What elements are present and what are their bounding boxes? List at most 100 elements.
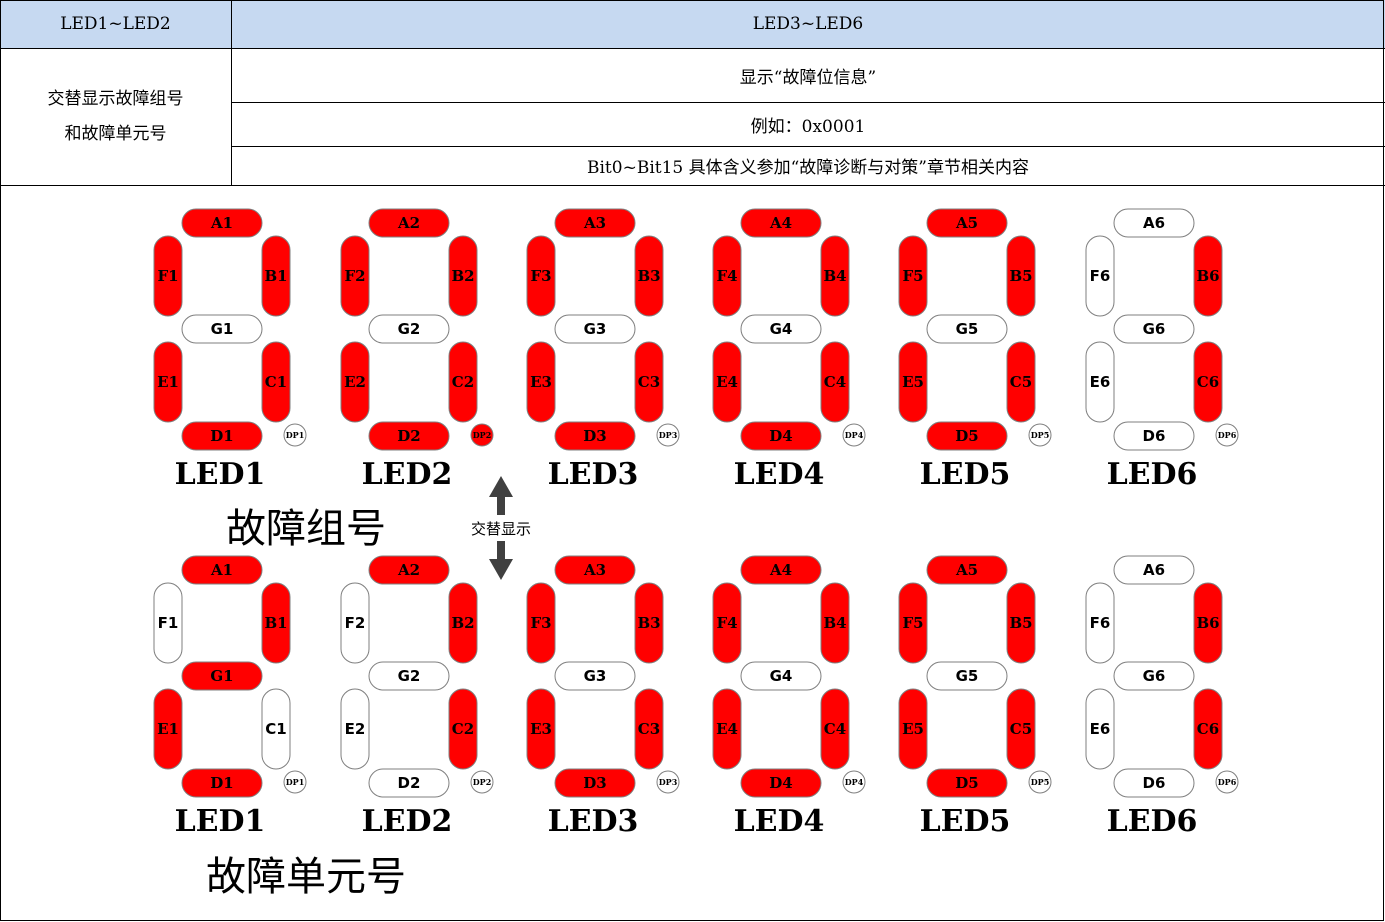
segment-e1: [153, 688, 183, 770]
segment-label-dp3: DP3: [659, 430, 678, 440]
display-row-label-1: 故障组号: [226, 506, 386, 552]
segment-label-a1: A1: [210, 561, 233, 579]
header-right-text: LED3~LED6: [752, 14, 864, 34]
segment-label-d3: D3: [583, 427, 606, 445]
segment-dp5: [1028, 423, 1052, 447]
segment-label-b2: B2: [451, 267, 474, 285]
segment-label-b4: B4: [823, 614, 846, 632]
led-name-led4: LED4: [734, 457, 825, 492]
segment-g4: [740, 661, 822, 691]
segment-label-d1: D1: [210, 427, 233, 445]
segment-label-b6: B6: [1196, 614, 1219, 632]
segment-f4: [712, 582, 742, 664]
segment-dp5: [1028, 770, 1052, 794]
segment-b1: [261, 235, 291, 317]
led-name-led2: LED2: [362, 804, 453, 839]
segment-label-a6: A6: [1143, 214, 1165, 232]
segment-label-f3: F3: [530, 267, 551, 285]
segment-label-f5: F5: [902, 614, 923, 632]
segment-label-a4: A4: [769, 561, 792, 579]
segment-label-c4: C4: [824, 720, 846, 738]
segment-label-e2: E2: [345, 720, 366, 738]
segment-label-c5: C5: [1010, 720, 1032, 738]
segment-label-f5: F5: [902, 267, 923, 285]
segment-g2: [368, 314, 450, 344]
segment-label-dp2: DP2: [473, 430, 492, 440]
segment-d4: [740, 421, 822, 451]
segment-a6: [1113, 208, 1195, 238]
segment-a2: [368, 555, 450, 585]
segment-label-g2: G2: [398, 667, 421, 685]
segment-c4: [820, 341, 850, 423]
segment-label-g6: G6: [1143, 667, 1166, 685]
led-name-led6: LED6: [1107, 804, 1198, 839]
segment-a4: [740, 208, 822, 238]
segment-dp3: [656, 423, 680, 447]
segment-label-dp1: DP1: [286, 777, 305, 787]
segment-label-d1: D1: [210, 774, 233, 792]
led-name-led5: LED5: [920, 804, 1011, 839]
segment-label-f2: F2: [345, 614, 366, 632]
segment-label-dp5: DP5: [1031, 430, 1050, 440]
segment-label-e6: E6: [1090, 720, 1111, 738]
info-row-1: 显示“故障位信息”: [231, 48, 1385, 102]
segment-a5: [926, 208, 1008, 238]
segment-c2: [448, 341, 478, 423]
segment-b2: [448, 235, 478, 317]
segment-label-dp6: DP6: [1218, 777, 1237, 787]
segment-label-e5: E5: [902, 720, 924, 738]
segment-label-e4: E4: [716, 720, 738, 738]
segment-f6: [1085, 582, 1115, 664]
header-left-text: LED1~LED2: [60, 14, 171, 34]
segment-label-dp4: DP4: [845, 777, 864, 787]
left-description-cell: 交替显示故障组号 和故障单元号: [0, 48, 231, 185]
segment-c5: [1006, 688, 1036, 770]
segment-c5: [1006, 341, 1036, 423]
segment-dp1: [283, 770, 307, 794]
header-left-cell: LED1~LED2: [0, 0, 231, 48]
segment-label-dp6: DP6: [1218, 430, 1237, 440]
segment-a2: [368, 208, 450, 238]
segment-dp4: [842, 770, 866, 794]
led-name-led1: LED1: [175, 804, 266, 839]
info-row-2: 例如：0x0001: [231, 102, 1385, 146]
segment-label-f2: F2: [344, 267, 365, 285]
display-row-label-2: 故障单元号: [206, 854, 406, 900]
segment-label-c5: C5: [1010, 373, 1032, 391]
segment-label-dp4: DP4: [845, 430, 864, 440]
segment-label-c6: C6: [1197, 373, 1219, 391]
segment-g3: [554, 661, 636, 691]
segment-e1: [153, 341, 183, 423]
led-name-led4: LED4: [734, 804, 825, 839]
segment-label-dp2: DP2: [473, 777, 492, 787]
segment-label-c2: C2: [452, 720, 474, 738]
segment-label-c4: C4: [824, 373, 846, 391]
segment-g5: [926, 661, 1008, 691]
info-row-2-text: 例如：0x0001: [750, 116, 866, 137]
segment-label-a2: A2: [397, 214, 420, 232]
segment-label-g3: G3: [584, 320, 607, 338]
info-row-3-text: Bit0~Bit15 具体含义参加“故障诊断与对策”章节相关内容: [587, 158, 1029, 178]
segment-label-b4: B4: [823, 267, 846, 285]
segment-e4: [712, 341, 742, 423]
segment-d2: [368, 421, 450, 451]
segment-label-a5: A5: [955, 561, 978, 579]
segment-label-b3: B3: [637, 267, 660, 285]
segment-c6: [1193, 341, 1223, 423]
segment-label-a5: A5: [955, 214, 978, 232]
segment-e6: [1085, 341, 1115, 423]
segment-a1: [181, 555, 263, 585]
segment-label-g2: G2: [398, 320, 421, 338]
segment-c3: [634, 688, 664, 770]
segment-label-dp3: DP3: [659, 777, 678, 787]
left-line-2: 和故障单元号: [64, 123, 167, 144]
segment-b3: [634, 582, 664, 664]
